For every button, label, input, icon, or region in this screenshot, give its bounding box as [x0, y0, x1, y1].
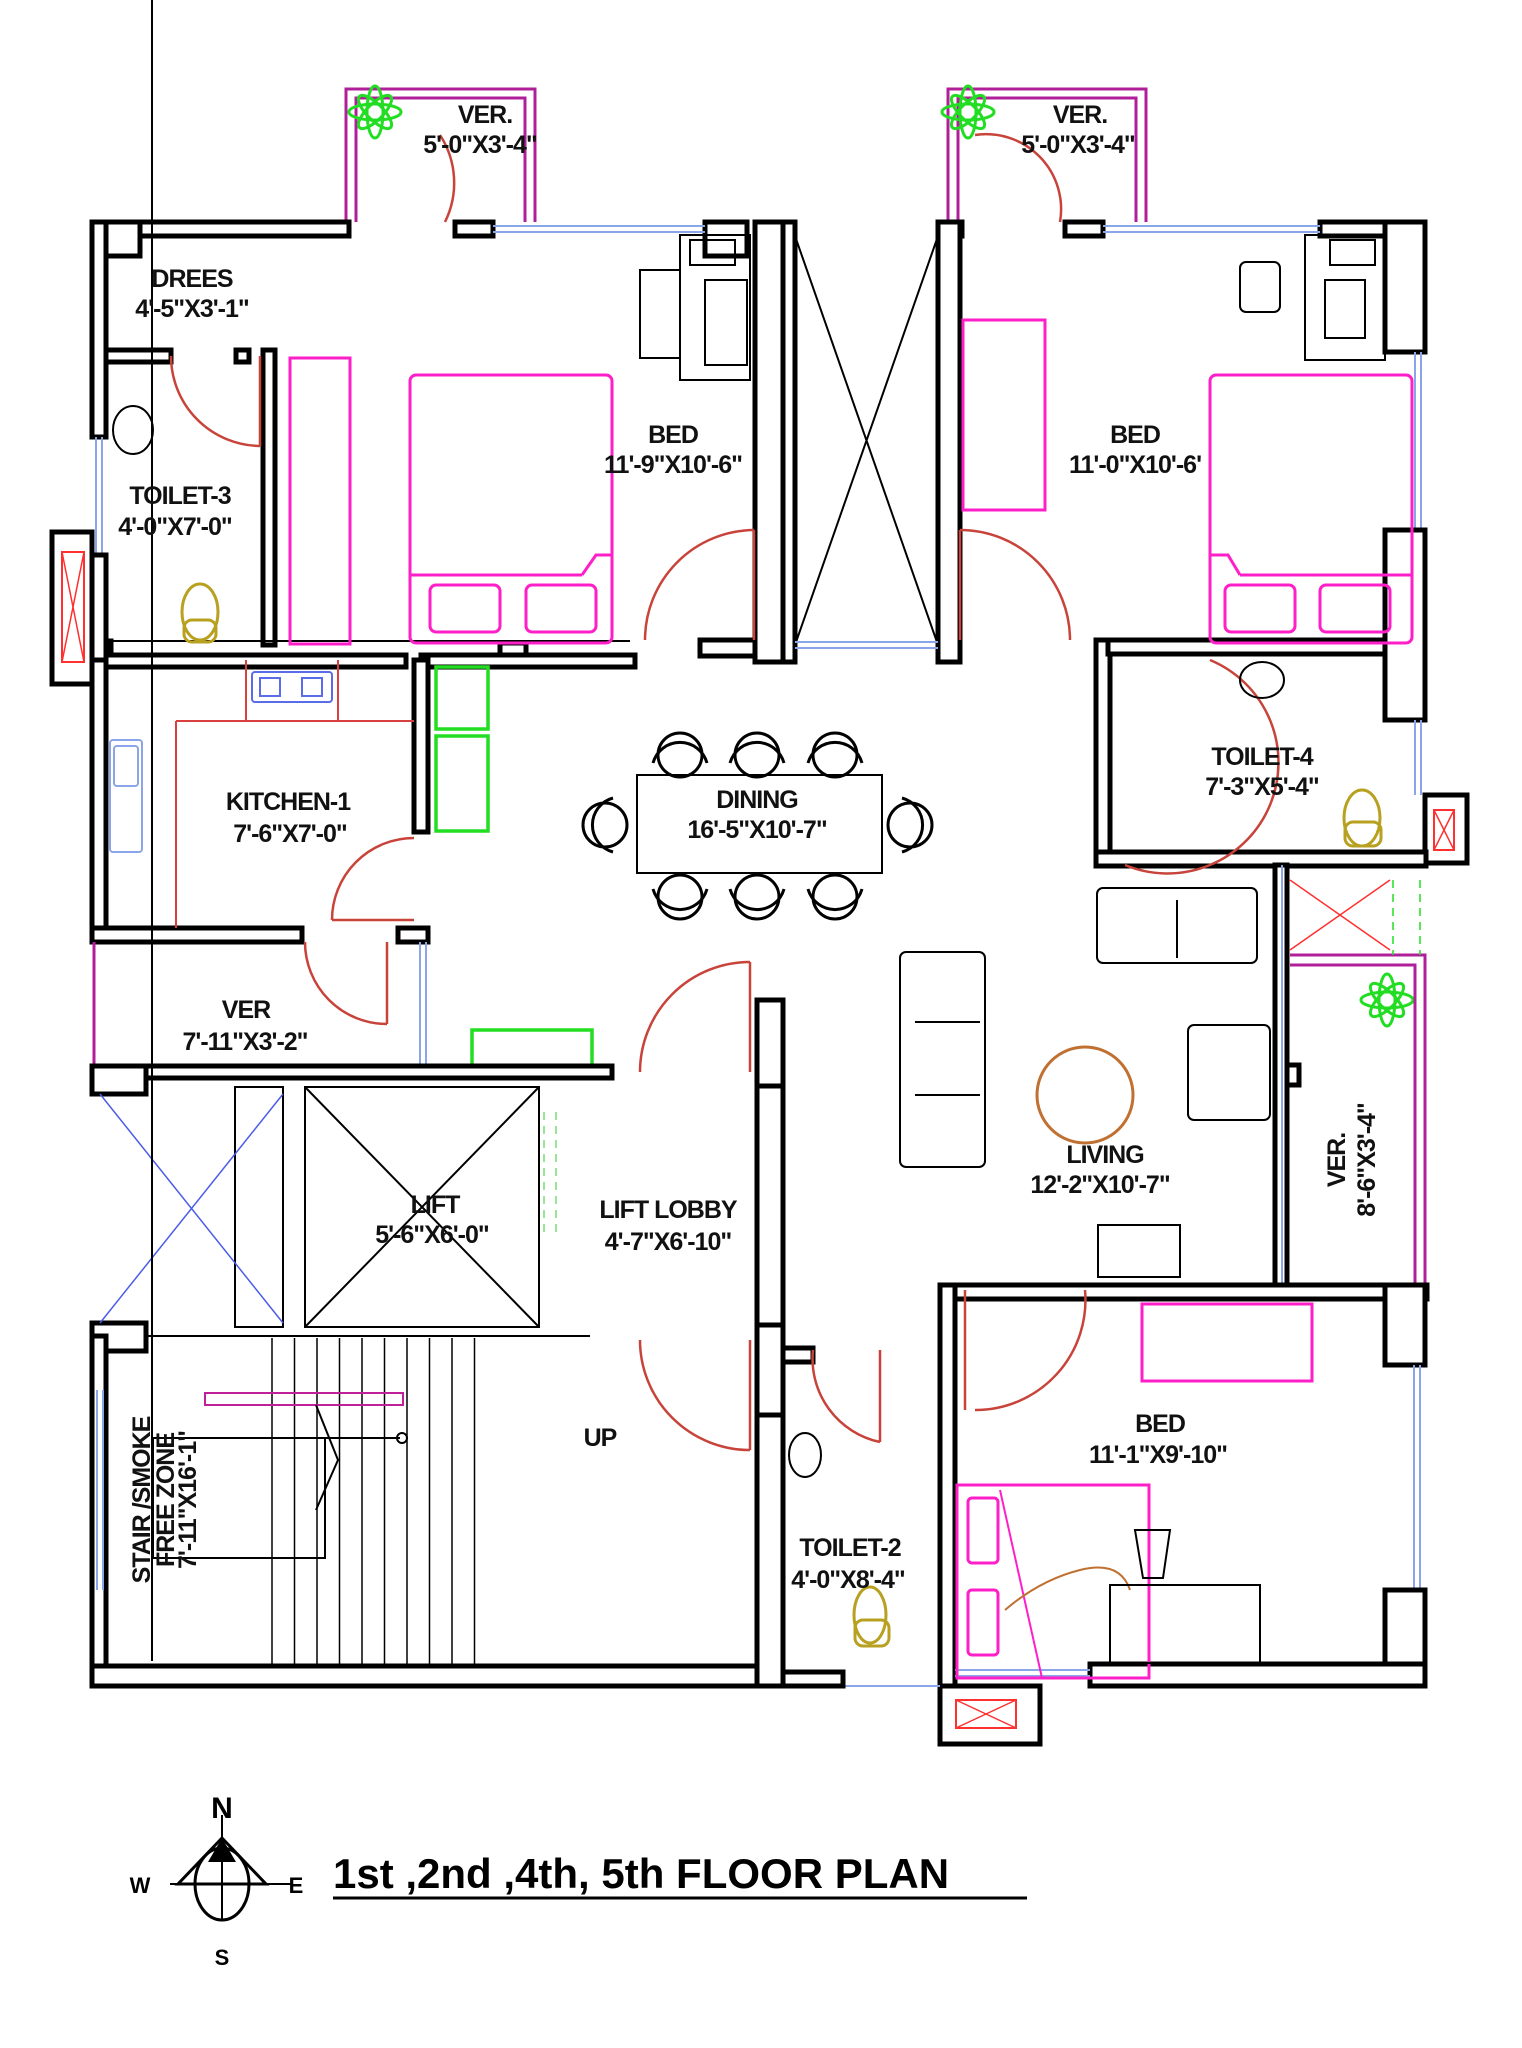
planter-icon: [940, 84, 996, 140]
wardrobe-nw: [288, 356, 352, 646]
room-size-lift-lobby: 4'-7"X6'-10": [605, 1228, 732, 1256]
dining-table: [636, 774, 883, 874]
lift-core: [89, 960, 752, 1452]
compass-w: W: [130, 1873, 151, 1898]
room-name-stair-1: STAIR /SMOKE: [128, 1416, 156, 1583]
planter-icon: [1359, 972, 1415, 1028]
compass-e: E: [289, 1873, 304, 1898]
room-size-dining: 16'-5"X10'-7": [687, 816, 826, 844]
room-name-bed-nw: BED: [648, 421, 698, 449]
room-name-ver-w: VER: [222, 996, 271, 1024]
dining-chair: [806, 731, 864, 779]
room-size-bed-nw: 11'-9"X10'-6": [604, 451, 742, 479]
room-name-lift-lobby: LIFT LOBBY: [599, 1196, 738, 1224]
dining-chair: [728, 873, 786, 921]
room-name-ver-e: VER.: [1323, 1133, 1351, 1187]
open-duct: [780, 219, 963, 665]
room-name-living: LIVING: [1066, 1141, 1143, 1169]
double-bed-se: [955, 1483, 1151, 1680]
north-compass-icon: N S E W: [130, 1792, 304, 1970]
stove-icon: [251, 671, 333, 703]
room-name-toilet2: TOILET-2: [799, 1534, 900, 1562]
double-bed-ne: [1208, 373, 1414, 645]
dining-chair: [581, 796, 629, 854]
room-name-lift: LIFT: [411, 1191, 460, 1219]
room-size-ver-w: 7'-11"X3'-2": [182, 1028, 307, 1056]
room-size-kitchen: 7'-6"X7'-0": [233, 820, 347, 848]
stair-up-label: UP: [584, 1424, 617, 1452]
room-name-bed-se: BED: [1135, 1410, 1185, 1438]
plan-title: 1st ,2nd ,4th, 5th FLOOR PLAN: [333, 1850, 1027, 1900]
room-name-ver-ne: VER.: [1053, 101, 1107, 129]
room-name-kitchen: KITCHEN-1: [226, 788, 351, 816]
room-size-ver-ne: 5'-0"X3'-4": [1021, 131, 1135, 159]
room-labels: VER. 5'-0"X3'-4" VER. 5'-0"X3'-4" DREES …: [118, 101, 1381, 1594]
room-name-toilet4: TOILET-4: [1211, 743, 1313, 771]
room-name-stair-2: FREE ZONE: [152, 1433, 180, 1567]
exterior-walls: [49, 219, 1470, 943]
room-name-bed-ne: BED: [1110, 421, 1160, 449]
room-size-lift: 5'-6"X6'-0": [375, 1221, 489, 1249]
room-name-dining: DINING: [716, 786, 798, 814]
room-name-ver-nw: VER.: [458, 101, 512, 129]
study-desk-nw: [639, 234, 751, 381]
room-name-drees: DREES: [151, 265, 232, 293]
toilet-fixtures-4: [1239, 661, 1383, 848]
room-size-bed-se: 11'-1"X9'-10": [1089, 1441, 1227, 1469]
room-name-toilet3: TOILET-3: [129, 482, 230, 510]
dining-chair: [886, 796, 934, 854]
wardrobe-se: [1140, 1302, 1314, 1383]
dining-chair: [806, 873, 864, 921]
compass-s: S: [215, 1945, 230, 1970]
dining-chair: [651, 731, 709, 779]
dining-chair: [651, 873, 709, 921]
study-desk-ne: [1239, 234, 1386, 361]
double-bed-nw: [408, 373, 614, 645]
sink-icon: [109, 739, 143, 853]
planter-icon: [347, 84, 403, 140]
verandah-nw: [344, 87, 537, 223]
room-size-toilet3: 4'-0"X7'-0": [118, 513, 232, 541]
dining-chair: [728, 731, 786, 779]
room-size-toilet4: 7'-3"X5'-4": [1205, 773, 1319, 801]
room-size-living: 12'-2"X10'-7": [1030, 1171, 1169, 1199]
stair-treads: [271, 1338, 476, 1664]
room-size-stair: 7'-11"X16'-1": [174, 1431, 202, 1569]
toilet-fixtures-2: [788, 1432, 891, 1648]
room-size-ver-e: 8'-6"X3'-4": [1353, 1103, 1381, 1217]
verandah-west-walls: [89, 942, 615, 1081]
room-size-drees: 4'-5"X3'-1": [135, 295, 249, 323]
compass-n: N: [211, 1792, 233, 1825]
plan-title-text: 1st ,2nd ,4th, 5th FLOOR PLAN: [333, 1850, 949, 1897]
side-table-se: [1109, 1529, 1261, 1664]
interior-walls-se: [754, 997, 1430, 1747]
living-walls: [1272, 862, 1427, 1288]
room-size-toilet2: 4'-0"X8'-4": [791, 1566, 905, 1594]
room-size-ver-nw: 5'-0"X3'-4": [423, 131, 537, 159]
room-size-bed-ne: 11'-0"X10'-6': [1069, 451, 1201, 479]
fridge-units: [434, 665, 594, 1072]
wardrobe-ne: [961, 318, 1047, 512]
dining-chairs: [581, 731, 934, 921]
kitchen-walls: [89, 657, 431, 1026]
verandah-ne: [946, 87, 1148, 223]
sofa-set: [899, 887, 1271, 1278]
